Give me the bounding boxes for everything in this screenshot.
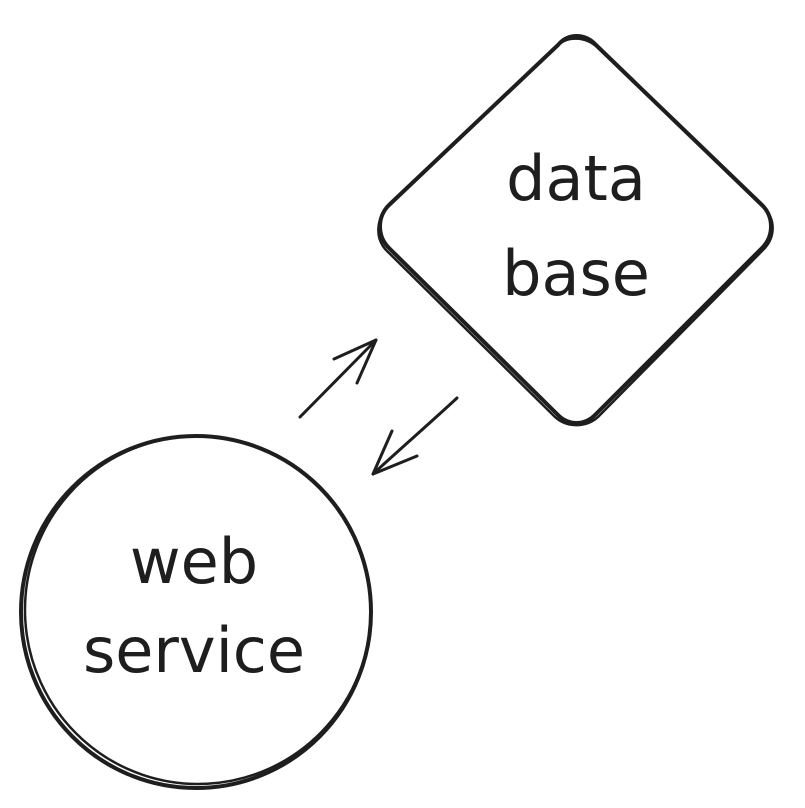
arrow-database-to-web-service[interactable] (371, 396, 459, 476)
database-label-line-1: data (506, 142, 646, 215)
database-diamond-shape (378, 34, 773, 425)
arrow-to-web-service-head (371, 429, 419, 476)
arrow-to-web-service-shaft (371, 396, 459, 476)
arrow-web-service-to-database[interactable] (298, 338, 378, 419)
web-service-node[interactable]: web service (16, 427, 380, 793)
database-node[interactable]: data base (377, 34, 774, 427)
web-service-label-line-1: web (130, 525, 258, 598)
web-service-circle-overstroke (23, 434, 373, 786)
database-diamond-overstroke (377, 37, 774, 427)
database-label-line-2: base (502, 237, 650, 310)
arrow-to-database-head (332, 338, 378, 385)
arrow-to-database-shaft (298, 338, 378, 419)
web-service-label-line-2: service (83, 614, 305, 687)
